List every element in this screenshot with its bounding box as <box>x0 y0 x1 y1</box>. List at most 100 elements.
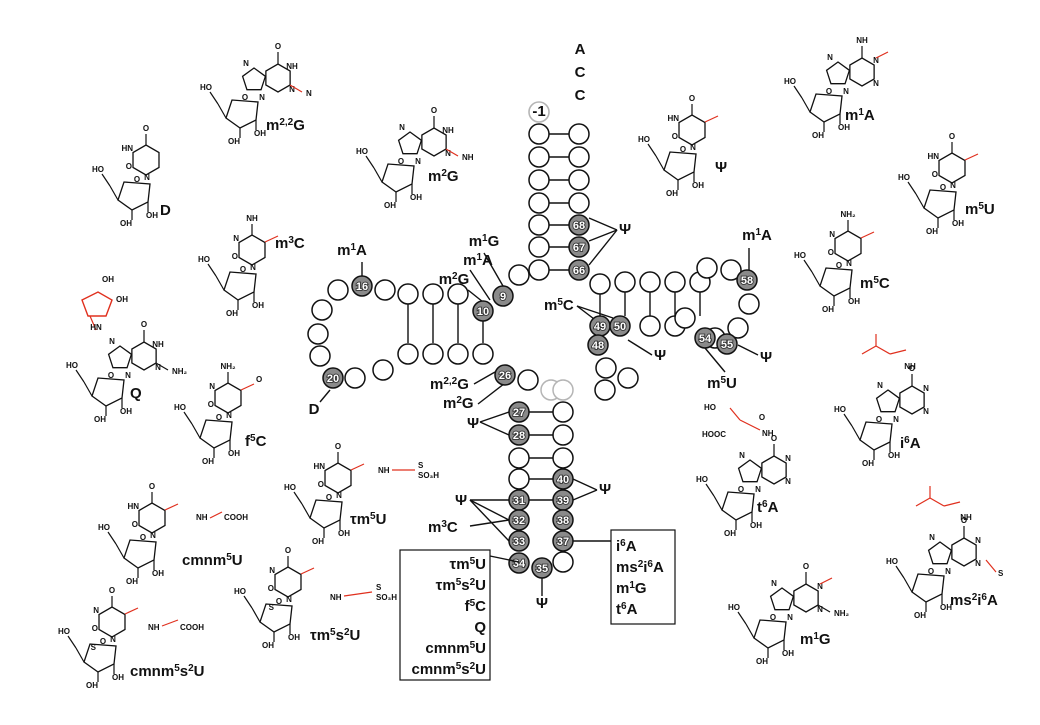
base-ring <box>951 537 977 567</box>
label-part: U <box>475 577 486 594</box>
atom-label: O <box>803 562 809 571</box>
label-part: ms <box>616 559 638 576</box>
atom-label: HN <box>667 114 679 123</box>
atom-label: HO <box>898 173 910 182</box>
atom-label: O <box>149 482 155 491</box>
atom-label: O <box>770 613 776 622</box>
atom-label: OH <box>228 449 240 458</box>
connector-line <box>704 347 726 373</box>
atom-label: N <box>843 87 849 96</box>
atom-label: OH <box>228 137 240 146</box>
chemical-bond <box>705 483 715 497</box>
nucleoside-name: Ψ <box>715 159 727 176</box>
atom-label: O <box>285 546 291 555</box>
atom-label: OH <box>914 611 926 620</box>
atom-label: HO <box>356 147 368 156</box>
label-part: A <box>987 592 998 609</box>
label-part: 1 <box>813 631 819 642</box>
label-part: f <box>465 598 471 615</box>
ribose-ring <box>753 619 787 649</box>
nucleotide-circle <box>594 379 616 401</box>
atom-label: SO₃H <box>418 471 439 480</box>
left-box-item: cmnm5U <box>425 640 486 658</box>
nucleotide-circle <box>374 279 396 301</box>
chemical-bond <box>851 425 861 441</box>
connector-line <box>483 252 504 287</box>
label-part: m <box>800 631 813 648</box>
atom-label: N <box>144 173 150 182</box>
position-number: 28 <box>513 430 525 442</box>
label-part: τm <box>350 511 370 528</box>
nucleotide-circle <box>552 401 574 423</box>
label-part: m <box>707 375 720 392</box>
chemical-bond <box>843 413 853 427</box>
label-part: m <box>616 580 629 597</box>
nucleotide-circle <box>568 214 590 236</box>
atom-label: N <box>155 363 161 372</box>
atom-label: NH <box>378 466 390 475</box>
atom-label: O <box>134 175 140 184</box>
atom-label: N <box>259 93 265 102</box>
label-part: m <box>860 275 873 292</box>
label-part: cmnm <box>412 661 456 678</box>
label-part: 6 <box>904 435 910 446</box>
atom-label: N <box>269 566 275 575</box>
label-part: s <box>336 627 344 644</box>
modification-label: Ψ <box>619 221 631 238</box>
atom-label: HO <box>98 523 110 532</box>
right-box-item: i6A <box>616 538 637 556</box>
label-part: A <box>356 242 367 259</box>
atom-label: HO <box>704 403 716 412</box>
nucleoside-name: t6A <box>757 499 779 517</box>
nucleotide-circle <box>528 259 550 281</box>
minus-one-nucleotide <box>528 101 550 123</box>
label-part: A <box>761 227 772 244</box>
atom-label: S <box>418 461 424 470</box>
atom-label: OH <box>116 295 128 304</box>
chemical-bond <box>445 148 459 157</box>
connector-line <box>469 499 510 521</box>
label-part: A <box>627 601 638 618</box>
nucleoside-name: Q <box>130 385 142 402</box>
atom-label: OH <box>254 129 266 138</box>
atom-label: OH <box>888 451 900 460</box>
label-part: C <box>563 297 574 314</box>
nucleotide-circle <box>517 369 539 391</box>
nucleotide-circle <box>528 214 550 236</box>
label-part: 1 <box>629 580 635 591</box>
nucleotide-circle <box>344 367 366 389</box>
atom-label: N <box>739 451 745 460</box>
nucleotide-circle <box>664 271 686 293</box>
label-part: U <box>475 661 486 678</box>
ribose-ring <box>381 163 415 193</box>
left-box-item: Q <box>474 619 486 636</box>
left-modification-box <box>399 549 491 681</box>
atom-label: N <box>929 533 935 542</box>
connector-line <box>479 421 510 436</box>
label-part: C <box>879 275 890 292</box>
atom-label: NH <box>762 429 774 438</box>
label-part: 2 <box>452 271 458 282</box>
label-part: cmnm <box>425 640 469 657</box>
atom-label: NH <box>442 126 454 135</box>
atom-label: N <box>817 582 823 591</box>
chemical-bond <box>729 407 741 421</box>
atom-label: N <box>877 381 883 390</box>
nucleotide-circle <box>738 293 760 315</box>
base-ring <box>397 131 423 155</box>
label-part: 1 <box>350 242 356 253</box>
nucleotide-circle <box>322 367 344 389</box>
atom-label: S <box>376 583 382 592</box>
atom-label: OH <box>288 633 300 642</box>
chemical-bond <box>124 607 139 615</box>
position-number: 55 <box>721 339 733 351</box>
acceptor-end-letter: C <box>575 64 586 81</box>
base-ring <box>927 541 953 565</box>
connector-line <box>588 229 618 242</box>
chemical-bond <box>803 259 813 273</box>
atom-label: N <box>233 234 239 243</box>
chemical-bond <box>737 611 747 625</box>
atom-label: NH₂ <box>834 609 850 618</box>
